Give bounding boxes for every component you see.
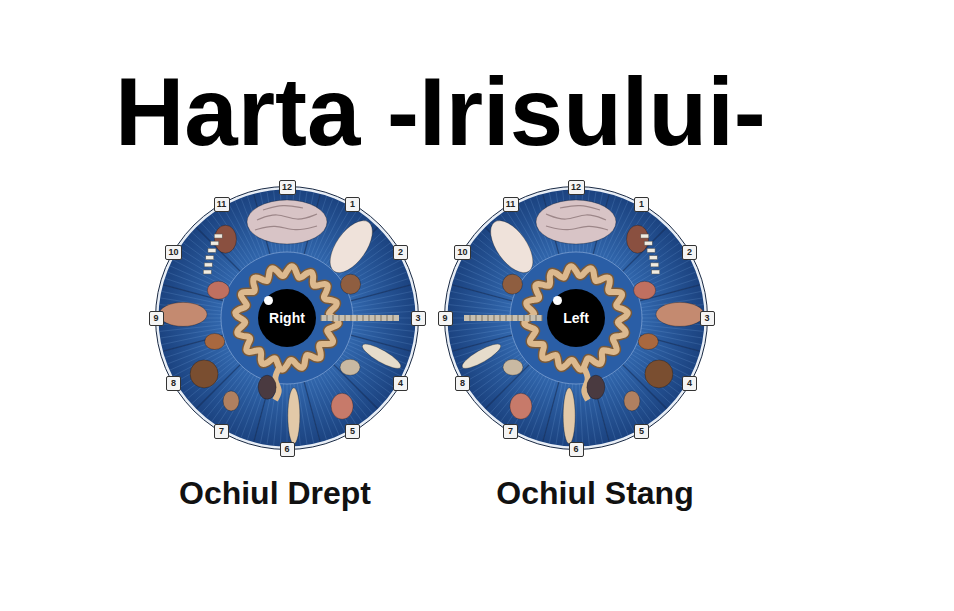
clock-number-box: 3 (411, 311, 426, 326)
clock-number-box: 11 (214, 197, 230, 212)
light-reflection (264, 296, 273, 305)
clock-number-box: 3 (700, 311, 715, 326)
light-reflection (553, 296, 562, 305)
clock-number-box: 5 (634, 424, 649, 439)
clock-number: 4 (687, 379, 692, 388)
clock-number-box: 7 (503, 424, 518, 439)
clock-number-box: 12 (568, 180, 585, 195)
clock-number-box: 9 (438, 311, 453, 326)
clock-number-box: 4 (393, 376, 408, 391)
clock-number-box: 10 (454, 245, 471, 260)
clock-number: 10 (169, 248, 179, 257)
clock-number-box: 5 (345, 424, 360, 439)
clock-number-box: 10 (165, 245, 182, 260)
clock-number: 8 (460, 379, 465, 388)
clock-number-box: 8 (455, 376, 470, 391)
clock-number: 3 (415, 314, 420, 323)
title: Harta -Irisului- (115, 64, 766, 160)
clock-number: 12 (282, 183, 292, 192)
clock-number: 6 (573, 445, 578, 454)
clock-number: 9 (442, 314, 447, 323)
clock-number-box: 2 (682, 245, 697, 260)
clock-number-box: 8 (166, 376, 181, 391)
clock-number: 3 (704, 314, 709, 323)
clock-number: 9 (153, 314, 158, 323)
clock-number-box: 9 (149, 311, 164, 326)
pupil-label: Left (563, 310, 589, 326)
pupil: Left (547, 289, 605, 347)
clock-number: 2 (687, 248, 692, 257)
clock-number: 5 (350, 427, 355, 436)
clock-number: 4 (398, 379, 403, 388)
clock-number: 12 (571, 183, 581, 192)
clock-number: 1 (639, 200, 644, 209)
clock-number-box: 7 (214, 424, 229, 439)
eye-caption: Ochiul Drept (179, 475, 371, 512)
clock-number-box: 12 (279, 180, 296, 195)
eye-caption: Ochiul Stang (496, 475, 693, 512)
clock-number-box: 1 (345, 197, 360, 212)
clock-number: 1 (350, 200, 355, 209)
clock-number-box: 1 (634, 197, 649, 212)
clock-number-box: 4 (682, 376, 697, 391)
pupil: Right (258, 289, 316, 347)
clock-number-box: 2 (393, 245, 408, 260)
clock-number: 7 (219, 427, 224, 436)
clock-number-box: 11 (503, 197, 519, 212)
clock-number-box: 6 (280, 442, 295, 457)
clock-number: 10 (458, 248, 468, 257)
iris-circle: Ochiul StangLeft123456789101112 (444, 186, 708, 450)
pupil-label: Right (269, 310, 305, 326)
iris-circle: Ochiul DreptRight123456789101112 (155, 186, 419, 450)
clock-number: 6 (284, 445, 289, 454)
clock-number: 2 (398, 248, 403, 257)
clock-number: 11 (506, 200, 516, 209)
clock-number-box: 6 (569, 442, 584, 457)
clock-number: 7 (508, 427, 513, 436)
clock-number: 11 (217, 200, 227, 209)
clock-number: 8 (171, 379, 176, 388)
clock-number: 5 (639, 427, 644, 436)
